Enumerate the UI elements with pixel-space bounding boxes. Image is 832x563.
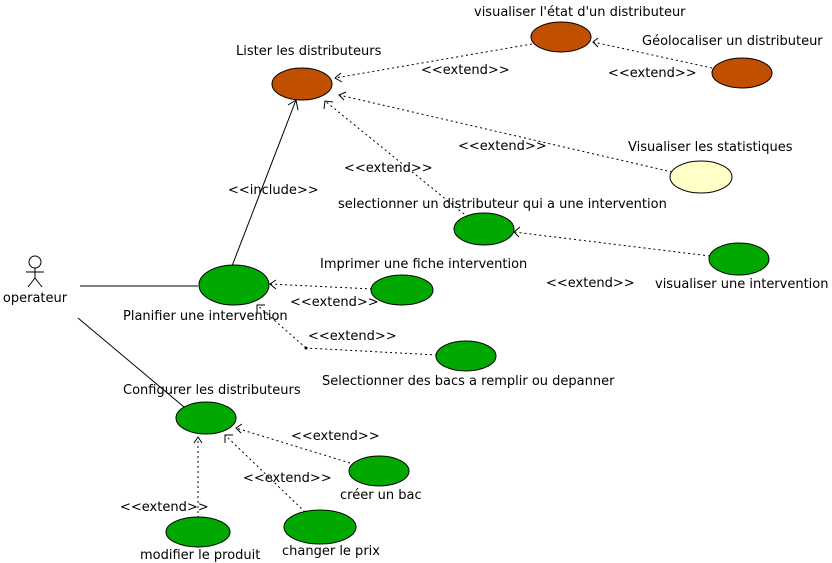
- extend-modifier-produit-to-configurer: <<extend>>: [120, 436, 209, 518]
- use-case-modifier-produit[interactable]: modifier le produit: [140, 516, 260, 563]
- extend-creer-bac-to-configurer: <<extend>>: [235, 423, 380, 464]
- use-case-label: Visualiser les statistiques: [628, 140, 793, 155]
- use-case-visualiser-etat[interactable]: visualiser l'état d'un distributeur: [474, 5, 686, 53]
- extend-imprimer-to-planifier: <<extend>>: [269, 279, 379, 310]
- extend-selectionner-bacs-to-planifier: <<extend>>: [256, 304, 438, 356]
- extend-visualiser-etat-to-lister: <<extend>>: [334, 43, 533, 83]
- extend-changer-prix-to-configurer: <<extend>>: [224, 434, 332, 513]
- use-case-label: Selectionner des bacs a remplir ou depan…: [322, 374, 615, 389]
- use-case-label: visualiser l'état d'un distributeur: [474, 5, 686, 20]
- use-case-label: changer le prix: [282, 544, 380, 559]
- extend-label-10: <<extend>>: [120, 500, 209, 515]
- extend-label-9: <<extend>>: [243, 471, 332, 486]
- use-case-label: Configurer les distributeurs: [123, 383, 301, 398]
- use-case-visualiser-statistiques[interactable]: Visualiser les statistiques: [628, 140, 793, 194]
- extend-label-7: <<extend>>: [308, 329, 397, 344]
- use-case-planifier-intervention[interactable]: Planifier une intervention: [123, 264, 288, 324]
- use-case-label: modifier le produit: [140, 548, 260, 563]
- use-case-changer-prix[interactable]: changer le prix: [282, 509, 380, 559]
- extend-label-6: <<extend>>: [290, 295, 379, 310]
- include-label: <<include>>: [228, 183, 319, 198]
- use-case-configurer-distributeurs[interactable]: Configurer les distributeurs: [123, 383, 301, 435]
- actor-head: [28, 255, 42, 269]
- use-case-label: Lister les distributeurs: [236, 44, 382, 59]
- use-case-visualiser-intervention[interactable]: visualiser une intervention: [655, 242, 829, 292]
- extend-label-2: <<extend>>: [608, 66, 697, 81]
- use-case-lister-distributeurs[interactable]: Lister les distributeurs: [236, 44, 382, 101]
- extend-label-5: <<extend>>: [546, 276, 635, 291]
- extend-selectionner-distributeur-to-lister: <<extend>>: [323, 100, 465, 215]
- extend-geolocaliser-to-visualiser-etat: <<extend>>: [592, 37, 713, 81]
- use-case-label: Planifier une intervention: [123, 309, 288, 324]
- use-case-label: créer un bac: [340, 488, 422, 503]
- extend-label-3: <<extend>>: [458, 139, 547, 154]
- extend-label-8: <<extend>>: [291, 429, 380, 444]
- extend-statistiques-to-lister: <<extend>>: [338, 91, 673, 173]
- actor-leg-right: [34, 277, 43, 288]
- use-case-label: Imprimer une fiche intervention: [320, 257, 527, 272]
- use-case-label: Géolocaliser un distributeur: [642, 34, 823, 49]
- use-case-selectionner-distributeur[interactable]: selectionner un distributeur qui a une i…: [338, 197, 667, 246]
- use-case-geolocaliser[interactable]: Géolocaliser un distributeur: [642, 34, 823, 89]
- include-line: [231, 99, 297, 267]
- extend-label-1: <<extend>>: [421, 63, 510, 78]
- association-operateur-configurer: [77, 317, 185, 408]
- use-case-label: visualiser une intervention: [655, 277, 829, 292]
- use-case-label: selectionner un distributeur qui a une i…: [338, 197, 667, 212]
- actor-label: operateur: [3, 291, 68, 306]
- actor-leg-left: [27, 277, 36, 288]
- use-case-imprimer-fiche[interactable]: Imprimer une fiche intervention: [320, 257, 527, 306]
- use-case-selectionner-bacs[interactable]: Selectionner des bacs a remplir ou depan…: [322, 340, 615, 389]
- use-case-creer-bac[interactable]: créer un bac: [340, 455, 422, 503]
- extend-label-4: <<extend>>: [344, 161, 433, 176]
- actor-operateur[interactable]: operateur: [3, 255, 68, 306]
